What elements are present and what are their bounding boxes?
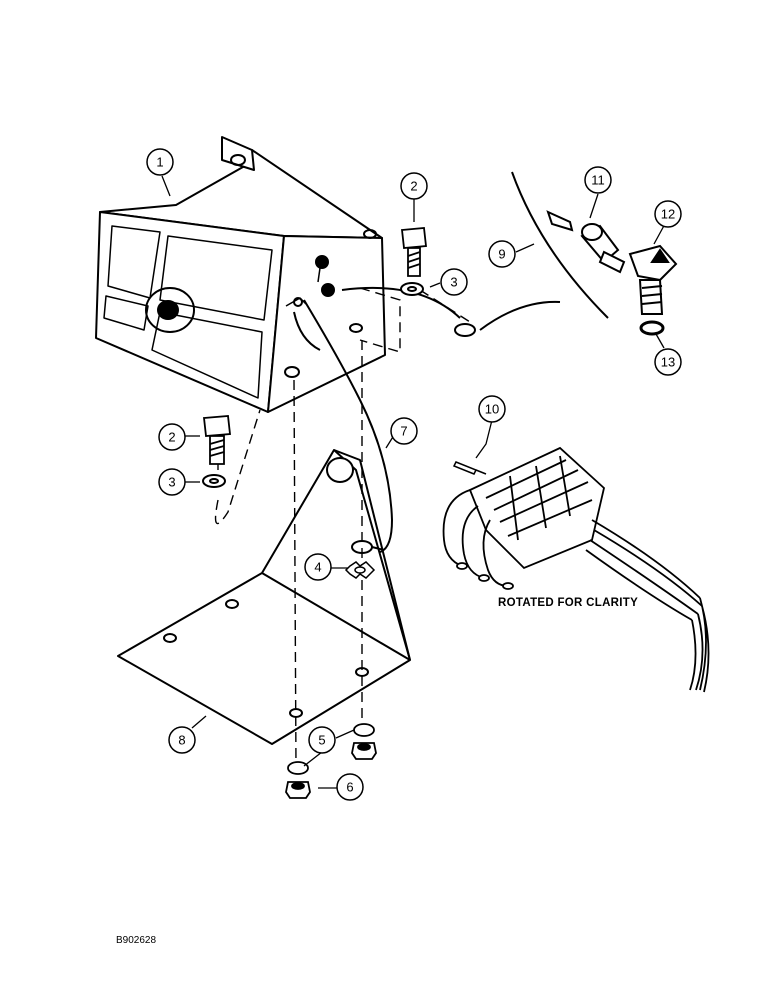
callout-5: 5 [308, 726, 336, 754]
mounting-bracket [117, 449, 411, 745]
svg-text:4: 4 [314, 560, 321, 575]
callout-2-upper: 2 [400, 172, 428, 200]
figure-id: B902628 [116, 935, 156, 946]
svg-text:7: 7 [400, 424, 407, 439]
svg-text:13: 13 [661, 355, 675, 370]
ground-wire [293, 299, 394, 554]
svg-text:9: 9 [498, 247, 505, 262]
svg-text:2: 2 [168, 430, 175, 445]
svg-text:2: 2 [410, 179, 417, 194]
svg-text:1: 1 [156, 155, 163, 170]
washer-nut-front [285, 761, 311, 799]
rotated-caption: ROTATED FOR CLARITY [498, 597, 638, 609]
svg-text:6: 6 [346, 780, 353, 795]
callout-12: 12 [654, 200, 682, 228]
callout-13: 13 [654, 348, 682, 376]
svg-text:3: 3 [168, 475, 175, 490]
callout-11: 11 [584, 166, 612, 194]
svg-text:8: 8 [178, 733, 185, 748]
pressure-switch [546, 210, 626, 274]
svg-text:11: 11 [591, 173, 605, 188]
leader-lines [161, 175, 667, 789]
star-lockwasher [344, 561, 376, 579]
callout-6: 6 [336, 773, 364, 801]
callout-1: 1 [146, 148, 174, 176]
callout-3-upper: 3 [440, 268, 468, 296]
svg-text:12: 12 [661, 207, 675, 222]
callout-4: 4 [304, 553, 332, 581]
washer-upper [400, 282, 424, 296]
svg-text:5: 5 [318, 733, 325, 748]
washer-lower [202, 474, 226, 488]
wire-connector [442, 446, 710, 693]
callout-3-lower: 3 [158, 468, 186, 496]
callout-2-lower: 2 [158, 423, 186, 451]
callout-7: 7 [390, 417, 418, 445]
connector-pin [452, 461, 487, 475]
callout-8: 8 [168, 726, 196, 754]
callout-9: 9 [488, 240, 516, 268]
callout-10: 10 [478, 395, 506, 423]
svg-text:3: 3 [450, 275, 457, 290]
bolt-lower [203, 415, 231, 465]
bolt-upper [401, 227, 427, 277]
svg-text:10: 10 [485, 402, 499, 417]
detail-swoosh [511, 171, 609, 319]
alarm-housing [95, 136, 386, 413]
elbow-fitting [628, 244, 678, 315]
o-ring [639, 320, 665, 336]
washer-nut-rear [351, 723, 377, 760]
